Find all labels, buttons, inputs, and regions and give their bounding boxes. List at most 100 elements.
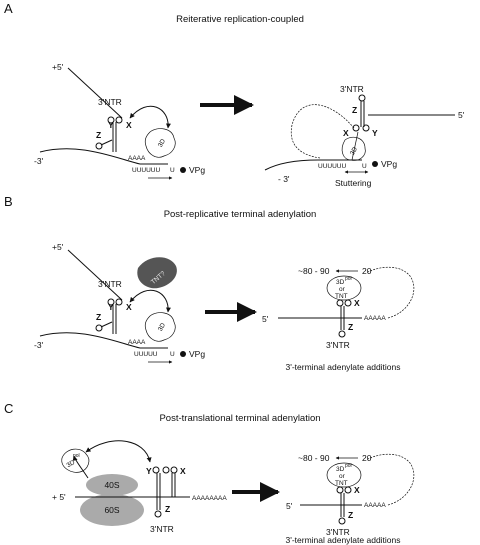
b-loop-y1 [107, 298, 115, 306]
c-handoff-arrow [72, 455, 89, 479]
c-right-loop-z [338, 517, 346, 525]
loop-y1 [107, 116, 115, 124]
b-3d-label: 3D [336, 279, 345, 286]
right-polyU-label: UUUUUU [318, 163, 346, 170]
b-right-loop-2 [344, 299, 352, 307]
stuttering-label: Stuttering [335, 178, 372, 188]
b-polyU-label: UUUUU [134, 351, 158, 358]
c-caption: 3'-terminal adenylate additions [285, 535, 400, 545]
b-u-label: U [170, 351, 175, 358]
c-right-x-label: X [354, 485, 360, 495]
b-polymerase-blob [144, 312, 176, 342]
b-x-label: X [126, 302, 132, 312]
c-z-label: Z [165, 504, 170, 514]
right-ntr-label: 3'NTR [340, 84, 364, 94]
b-right-ntr-label: 3'NTR [326, 340, 350, 350]
c-loop-3 [170, 466, 178, 474]
panel-b-letter: B [4, 194, 13, 209]
panel-c-left-schematic: 3D pol 40S 60S + 5' Y X Z 3'NTR AAAAAAAA [52, 440, 227, 534]
panel-b: B Post-replicative terminal adenylation … [4, 194, 415, 372]
panel-b-right-schematic: ~80 - 90 20 3D pol or TNT X 5' AAAAA Z 3… [262, 266, 415, 372]
b-right-x-label: X [354, 298, 360, 308]
right-enzyme-label: 3D [349, 146, 359, 157]
loop-y2 [115, 116, 123, 124]
tnt-blob [137, 257, 177, 289]
c-right-loop-2 [344, 486, 352, 494]
right-vpg-dot [372, 161, 378, 167]
panel-c: C Post-translational terminal adenylatio… [4, 401, 415, 545]
polymerase-blob [144, 128, 176, 158]
c-tnt-label: TNT [335, 480, 348, 487]
enzyme-label: 3D [157, 138, 167, 149]
right-x-label: X [343, 128, 349, 138]
c-x-label: X [180, 466, 186, 476]
panel-a-left-schematic: +5' 3'NTR Y X Z 3D -3' AAAA UUUUUU U VPg [34, 62, 205, 180]
c-right-loop-1 [336, 486, 344, 494]
c-y-label: Y [146, 466, 152, 476]
b-tnt-right-label: TNT [335, 293, 348, 300]
c-loop-y [152, 466, 160, 474]
polyA-label: AAAA [128, 155, 146, 162]
b-right-z-label: Z [348, 322, 353, 332]
c-ntr-label: 3'NTR [150, 524, 174, 534]
loop-z-top [358, 94, 366, 102]
b-template-strand [39, 332, 168, 349]
loop-y [362, 124, 370, 132]
vpg-dot [180, 167, 186, 173]
c-loop-2 [162, 466, 170, 474]
b-right-polyA-label: AAAAA [364, 315, 386, 322]
c-curved-double-arrow [85, 440, 152, 463]
right-vpg-label: VPg [381, 159, 397, 169]
loop-x [352, 124, 360, 132]
b-enzyme-ellipse [326, 275, 362, 301]
b-caption: 3'-terminal adenylate additions [285, 362, 400, 372]
c-polyA-label: AAAAAAAA [192, 495, 227, 502]
panel-a-letter: A [4, 1, 13, 16]
b-minus3-label: -3' [34, 340, 44, 350]
c-60s-label: 60S [104, 505, 119, 515]
y-label: Y [108, 120, 114, 130]
b-rna-strand-diagonal [67, 249, 123, 301]
panel-c-title: Post-translational terminal adenylation [159, 413, 320, 424]
b-loop-z [95, 324, 103, 332]
c-right-z-label: Z [348, 510, 353, 520]
b-right-loop-z [338, 330, 346, 338]
c-enzyme-label: 3D [66, 459, 77, 469]
right-five-label: 5' [458, 110, 465, 120]
x-label: X [126, 120, 132, 130]
c-twenty-label: 20 [362, 453, 372, 463]
panel-c-letter: C [4, 401, 13, 416]
c-wavy-tail [367, 453, 415, 506]
c-polymerase-blob [61, 448, 90, 473]
c-range-label: ~80 - 90 [298, 453, 330, 463]
u-label: U [170, 167, 175, 174]
b-loop-y2 [115, 298, 123, 306]
panel-b-title: Post-replicative terminal adenylation [164, 209, 317, 220]
right-u-label: U [362, 163, 367, 170]
panel-c-right-schematic: ~80 - 90 20 3D pol or TNT X 5' AAAAA Z 3… [285, 453, 415, 545]
panel-a-right-schematic: 3'NTR 5' Z X Y 3D - 3' UUUUUU U VPg Stut… [264, 84, 465, 188]
b-wavy-tail [367, 266, 415, 319]
b-range-label: ~80 - 90 [298, 266, 330, 276]
c-3d-label: 3D [336, 466, 345, 473]
panel-b-left-schematic: +5' 3'NTR TNT? Y X Z 3D -3' AAAA UUUUU U… [34, 242, 205, 364]
plus5-label: +5' [52, 62, 64, 72]
right-template-strand [264, 159, 362, 171]
c-right-polyA-label: AAAAA [364, 502, 386, 509]
ntr-label: 3'NTR [98, 97, 122, 107]
c-right-five-label: 5' [286, 501, 293, 511]
b-vpg-label: VPg [189, 349, 205, 359]
rna-strand-diagonal [67, 67, 123, 119]
loop-z [95, 142, 103, 150]
stem-z [100, 139, 113, 146]
b-z-label: Z [96, 312, 101, 322]
b-or-label: or [339, 286, 346, 293]
c-enzyme-ellipse [326, 462, 362, 488]
b-ntr-label: 3'NTR [98, 279, 122, 289]
curved-double-arrow [129, 105, 171, 129]
enzyme-tether [351, 131, 359, 161]
c-loop-z [154, 510, 162, 518]
wavy-polyA-loop [290, 104, 355, 159]
